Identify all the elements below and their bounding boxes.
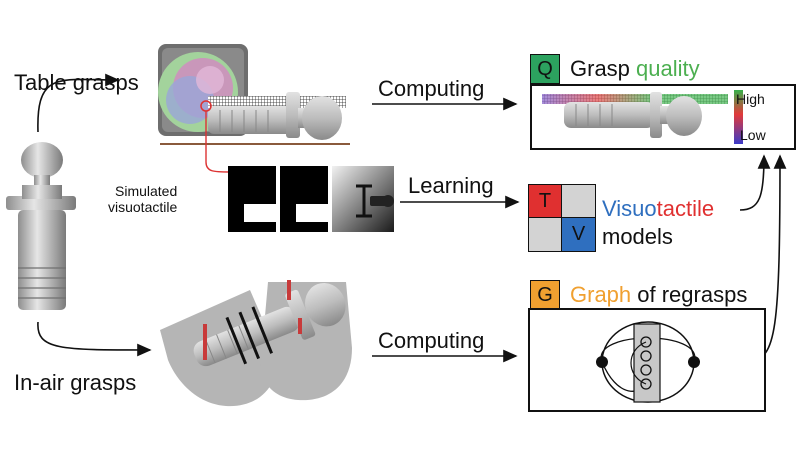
simulated-visuotactile-label: Simulated visuotactile xyxy=(108,183,178,216)
scale-low-label: Low xyxy=(740,127,766,143)
graph-title: Graph of regrasps xyxy=(570,284,747,306)
learning-label: Learning xyxy=(408,173,494,198)
table-grasp-scene xyxy=(158,44,350,173)
grid-cell-bottom-left xyxy=(528,218,562,252)
graph-title-suffix: of regrasps xyxy=(631,282,748,307)
quality-visual xyxy=(542,90,743,144)
computing-label-top: Computing xyxy=(378,76,485,101)
in-air-grasp-scene xyxy=(160,280,352,407)
quality-panel: High Low xyxy=(530,84,796,150)
v-badge: V xyxy=(562,218,596,252)
in-air-grasps-label: In-air grasps xyxy=(14,370,137,395)
arrow-to-in-air-grasps xyxy=(37,321,152,357)
graph-visual xyxy=(596,321,700,403)
graph-panel xyxy=(528,308,766,412)
models-grid: T V xyxy=(528,184,596,252)
models-title: Visuotactile xyxy=(602,198,714,220)
quality-title-prefix: Grasp xyxy=(570,56,637,81)
scale-high-label: High xyxy=(736,91,765,107)
grid-cell-top-right xyxy=(562,184,596,218)
visuotactile-images xyxy=(228,166,394,232)
models-title-line2: models xyxy=(602,224,673,249)
t-badge: T xyxy=(528,184,562,218)
models-title-tactile: tactile xyxy=(656,196,715,221)
computing-label-bottom: Computing xyxy=(378,328,485,353)
quality-title: Grasp quality xyxy=(570,58,700,80)
arrow-to-table-grasps xyxy=(37,73,120,133)
ball-stud-vertical xyxy=(6,142,76,310)
graph-title-highlight: Graph xyxy=(570,282,632,307)
quality-title-highlight: quality xyxy=(636,56,700,81)
models-title-visuo: Visuo xyxy=(602,196,657,221)
arrow-models-to-quality xyxy=(739,154,771,211)
graph-badge: G xyxy=(530,280,560,310)
table-grasps-label: Table grasps xyxy=(14,70,139,95)
quality-badge: Q xyxy=(530,54,560,84)
